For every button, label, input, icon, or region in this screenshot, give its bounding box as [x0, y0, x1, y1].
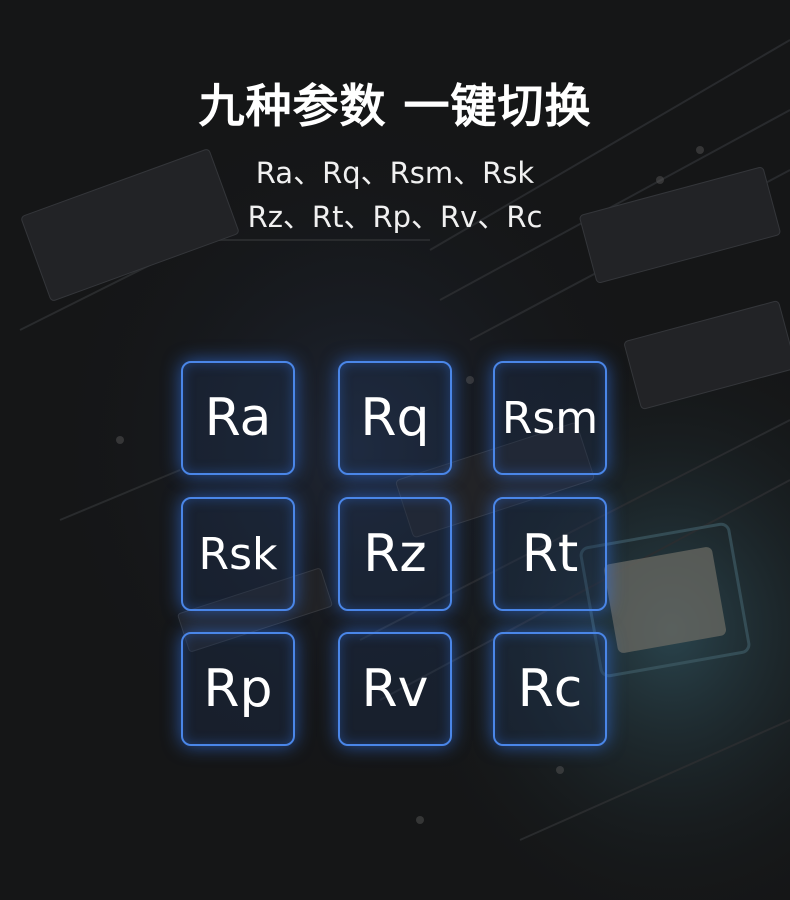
tile-label: Rz	[363, 524, 427, 584]
tile-rv: Rv	[338, 632, 452, 746]
tile-label: Rq	[360, 388, 430, 448]
tile-rt: Rt	[493, 497, 607, 611]
tile-label: Rv	[361, 659, 429, 719]
tile-rz: Rz	[338, 497, 452, 611]
tile-rp: Rp	[181, 632, 295, 746]
tile-label: Ra	[204, 388, 272, 448]
tile-label: Rc	[517, 659, 583, 719]
tile-rsk: Rsk	[181, 497, 295, 611]
tile-rsm: Rsm	[493, 361, 607, 475]
tile-ra: Ra	[181, 361, 295, 475]
tile-label: Rsm	[501, 392, 599, 444]
params-line-2: Rz、Rt、Rp、Rv、Rc	[247, 200, 543, 234]
tile-label: Rsk	[198, 528, 278, 580]
tile-label: Rp	[203, 659, 273, 719]
params-line-1: Ra、Rq、Rsm、Rsk	[255, 156, 535, 190]
tile-rc: Rc	[493, 632, 607, 746]
tile-rq: Rq	[338, 361, 452, 475]
page-heading: 九种参数 一键切换	[198, 79, 592, 133]
tile-label: Rt	[521, 524, 579, 584]
